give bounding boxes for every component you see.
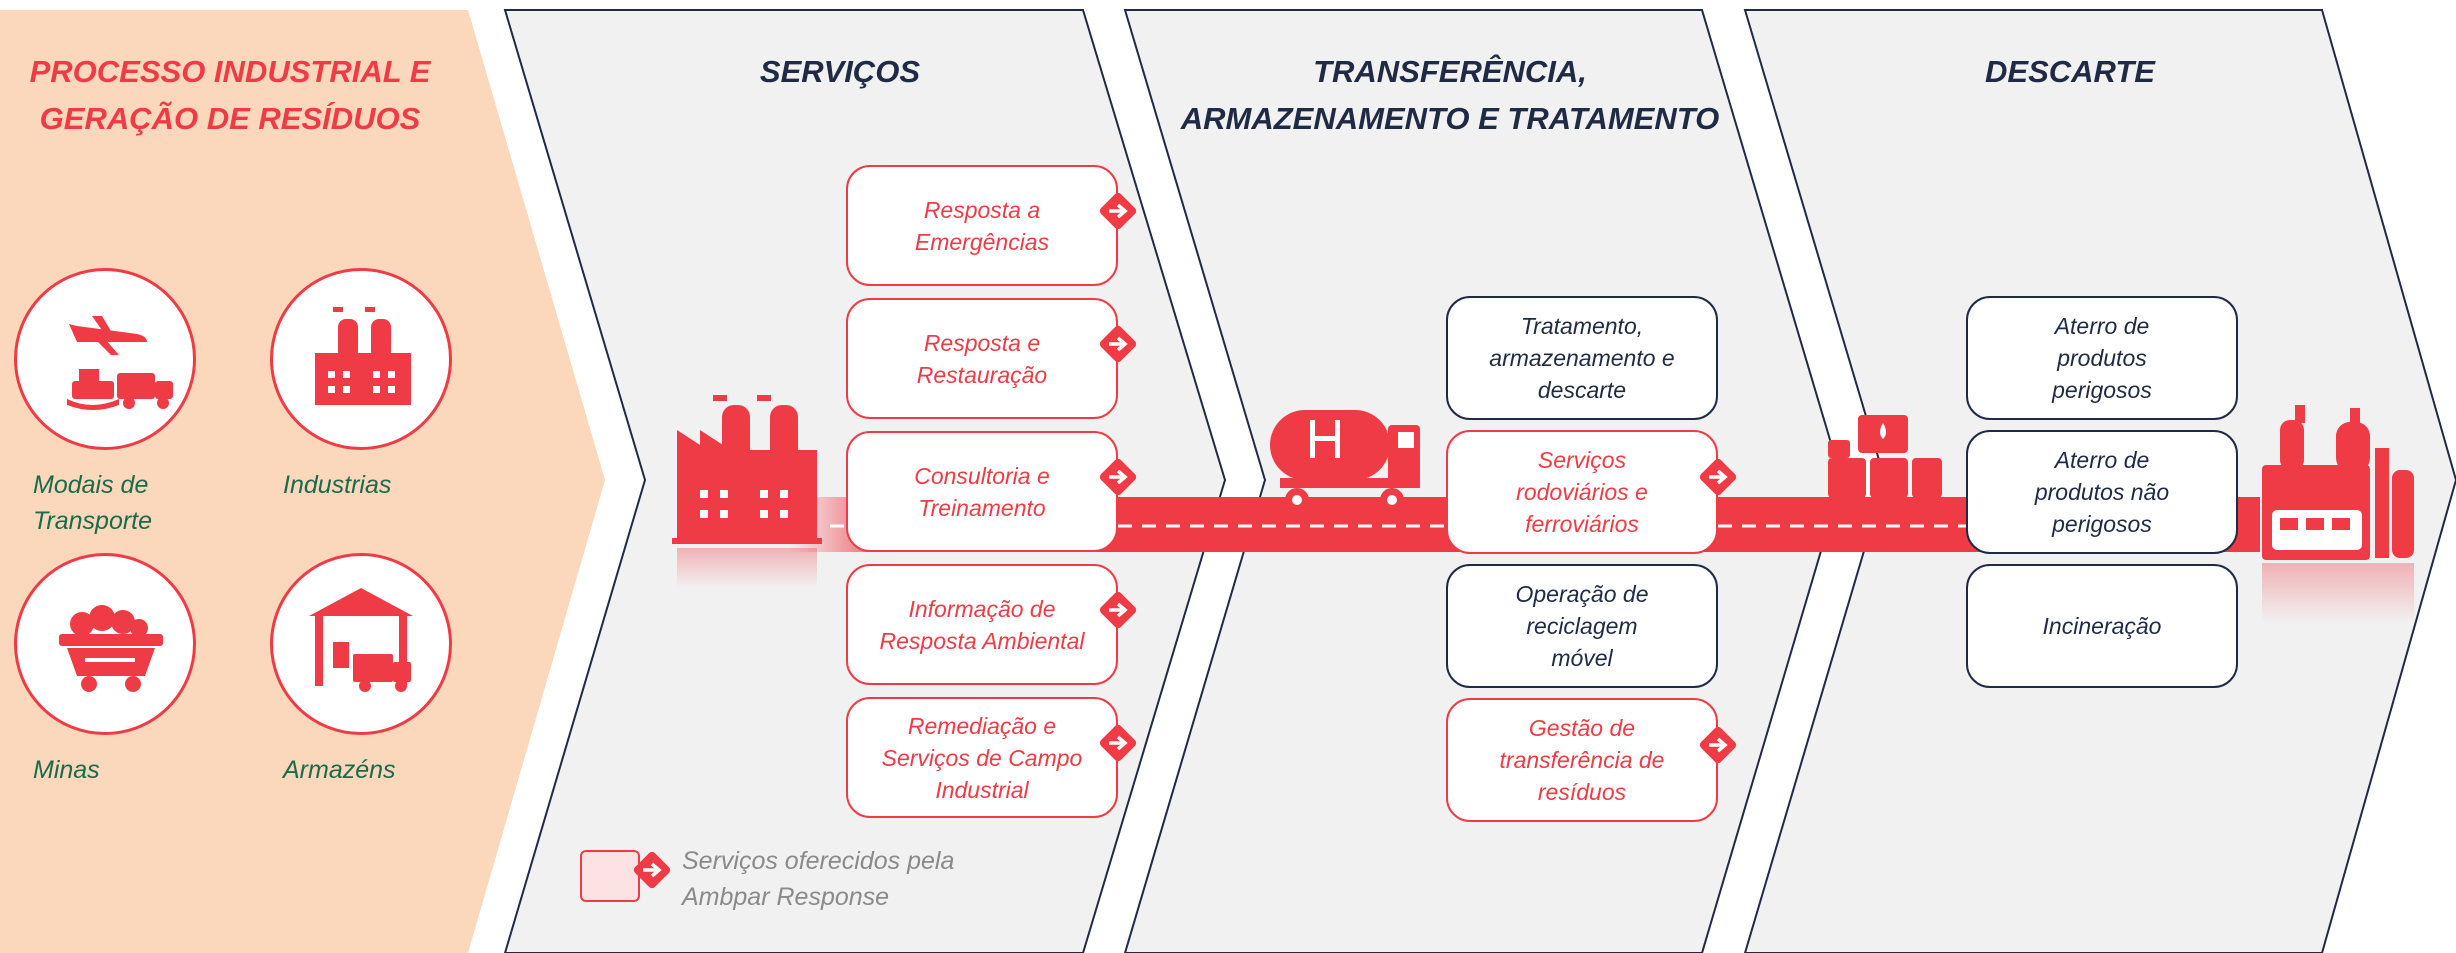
stage-title-transferencia: TRANSFERÊNCIA, ARMAZENAMENTO E TRATAMENT… [1170, 48, 1730, 142]
refinery-icon [2262, 405, 2414, 623]
box-line: reciclagem [1526, 613, 1638, 639]
factory-icon [672, 395, 822, 588]
box-line: Resposta a [923, 196, 1041, 223]
tanker-truck-icon [1270, 410, 1420, 512]
legend-text: Serviços oferecidos pela Ambpar Response [682, 843, 954, 915]
offered-service-marker-icon [1099, 325, 1137, 363]
box-line: Resposta e [923, 329, 1041, 356]
box-line: Consultoria e [914, 462, 1050, 489]
box-line: móvel [1551, 645, 1613, 671]
box-line: Remediação e [907, 712, 1057, 739]
box-line: produtos [2057, 345, 2147, 371]
offered-service-marker-icon [1099, 458, 1137, 496]
box-line: Treinamento [918, 494, 1046, 521]
left-title: PROCESSO INDUSTRIAL E GERAÇÃO DE RESÍDUO… [20, 48, 440, 142]
stage-title-line2: ARMAZENAMENTO E TRATAMENTO [1180, 101, 1720, 136]
legend-swatch [580, 850, 640, 902]
stage-title-descarte: DESCARTE [1985, 54, 2155, 89]
transfer-box-tratamento: Tratamento, armazenamento e descarte [1446, 296, 1718, 420]
box-line: produtos não [2034, 479, 2170, 505]
category-label-line2: Transporte [33, 507, 153, 535]
offered-service-marker-icon [1099, 724, 1137, 762]
offered-service-marker-icon [1699, 458, 1737, 496]
category-label-armazens: Armazéns [283, 756, 396, 784]
transport-icon [14, 268, 196, 450]
box-line: rodoviários e [1516, 479, 1648, 505]
offered-service-marker-icon [1699, 726, 1737, 764]
legend-line1: Serviços oferecidos pela [682, 847, 955, 875]
box-line: Gestão de [1528, 715, 1636, 741]
offered-service-marker-icon [1099, 192, 1137, 230]
box-line: Operação de [1515, 581, 1649, 607]
box-line: armazenamento e [1489, 345, 1675, 371]
left-title-line1: PROCESSO INDUSTRIAL E [29, 54, 431, 89]
box-line: Restauração [916, 361, 1048, 388]
service-box-consultoria: Consultoria e Treinamento [846, 431, 1118, 552]
box-line: Aterro de [2054, 313, 2150, 339]
box-line: transferência de [1499, 747, 1665, 773]
legend-line2: Ambpar Response [682, 883, 890, 911]
warehouse-icon [270, 553, 452, 735]
box-line: resíduos [1537, 779, 1627, 805]
service-box-informacao: Informação de Resposta Ambiental [846, 564, 1118, 685]
box-line: Incineração [2042, 613, 2162, 639]
box-line: Emergências [914, 228, 1050, 255]
service-box-restauracao: Resposta e Restauração [846, 298, 1118, 419]
factory-icon [270, 268, 452, 450]
category-label-transporte: Modais de Transporte [33, 467, 152, 539]
category-label-line1: Modais de [33, 471, 149, 499]
box-line: Resposta Ambiental [879, 627, 1085, 654]
disposal-box-nao-perigosos: Aterro de produtos não perigosos [1966, 430, 2238, 554]
box-line: Aterro de [2054, 447, 2150, 473]
transfer-box-gestao: Gestão de transferência de resíduos [1446, 698, 1718, 822]
box-line: Serviços de Campo [881, 744, 1083, 771]
stage-title-line1: TRANSFERÊNCIA, [1313, 54, 1587, 89]
disposal-box-perigosos: Aterro de produtos perigosos [1966, 296, 2238, 420]
barrels-icon [1826, 415, 1944, 505]
box-line: perigosos [2052, 377, 2152, 403]
mine-cart-icon [14, 553, 196, 735]
box-line: Serviços [1537, 447, 1627, 473]
box-line: Tratamento, [1520, 313, 1644, 339]
legend-marker-icon [633, 851, 671, 889]
box-line: Informação de [908, 595, 1056, 622]
category-label-industrias: Industrias [283, 471, 392, 499]
service-box-emergencias: Resposta a Emergências [846, 165, 1118, 286]
disposal-box-incineracao: Incineração [1966, 564, 2238, 688]
stage-title-servicos: SERVIÇOS [759, 54, 921, 89]
transfer-box-rodoviarios: Serviços rodoviários e ferroviários [1446, 430, 1718, 554]
box-line: Industrial [935, 776, 1029, 803]
category-label-minas: Minas [33, 756, 100, 784]
left-title-line2: GERAÇÃO DE RESÍDUOS [39, 101, 421, 136]
box-line: ferroviários [1525, 511, 1639, 537]
box-line: descarte [1537, 377, 1627, 403]
offered-service-marker-icon [1099, 591, 1137, 629]
transfer-box-reciclagem: Operação de reciclagem móvel [1446, 564, 1718, 688]
box-line: perigosos [2052, 511, 2152, 537]
